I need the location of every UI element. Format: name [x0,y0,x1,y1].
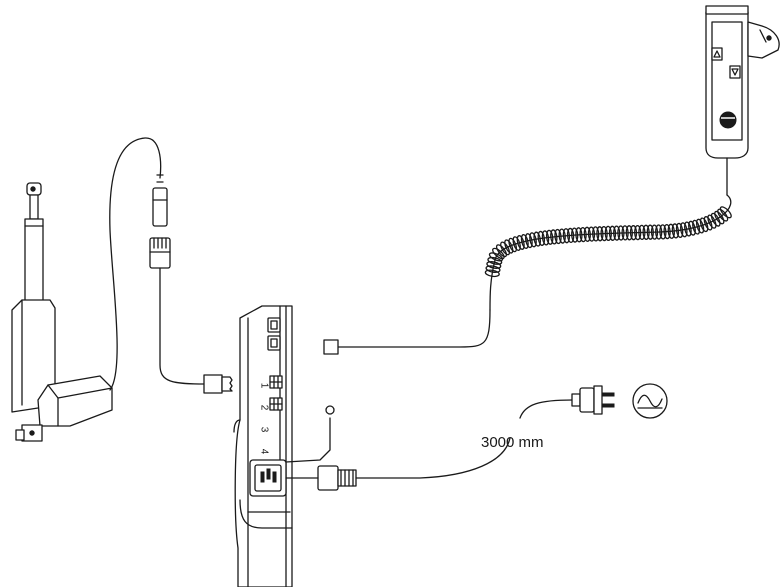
coil-loop [684,221,692,237]
coil-loop [484,269,500,278]
hand-control-icon [705,5,780,159]
coil-loop [545,229,554,245]
coil-loop [629,225,638,241]
coil-loop [486,261,502,269]
coil-loop [558,228,566,244]
ac-sine-wave-icon [632,383,668,419]
actuator-cable [109,137,162,391]
actuator-plug [203,374,233,394]
coil-loop [667,223,675,239]
coil-loop [604,225,612,242]
coil-loop [621,225,629,241]
coil-loop [613,225,621,241]
coil-loop [504,239,514,254]
coil-loop [541,230,550,246]
port-number-1: 1 [258,382,270,389]
coil-loop [571,227,579,243]
coil-loop [638,224,646,241]
coil-loop [663,223,671,240]
handset-cable [337,309,491,348]
coil-loop [587,226,596,242]
coil-loop [659,224,667,240]
mains-plug-icon [571,385,615,415]
coil-loop [699,217,709,233]
coil-loop [608,225,617,241]
actuator-cable-connector [149,174,171,269]
coil-loop [562,228,571,244]
coil-loop [537,230,546,246]
coil-loop [692,219,701,235]
control-box-icon [233,305,293,587]
coil-loop [550,229,558,245]
coil-loop [719,206,732,219]
coil-loop [575,227,583,243]
coil-loop [634,224,642,241]
ground-eyelet-icon [325,405,335,415]
coil-loop [617,225,625,241]
coil-loop [596,226,604,242]
coil-loop [488,252,504,262]
coil-loop [495,244,508,258]
ground-wire [285,417,331,463]
coil-loop [500,241,511,256]
coil-loop [703,216,713,231]
linear-actuator-icon [11,182,113,442]
coil-loop [600,225,608,242]
coil-loop [707,214,717,229]
coil-loop [533,231,542,247]
port-number-3: 3 [258,426,270,433]
coil-loop [583,226,591,242]
coiled-handset-cable [489,194,732,311]
actuator-extension-cable [159,267,206,385]
coil-loop [520,234,529,249]
port-number-2: 2 [258,404,270,411]
coil-loop [566,227,575,244]
coil-loop [714,210,725,225]
coil-loop [646,224,654,240]
coil-loops [484,206,732,278]
coil-loop [512,236,521,251]
power-connector [317,465,357,491]
coil-loop [679,222,688,238]
coil-loop [516,235,525,250]
coil-loop [695,218,705,234]
coil-loop [579,226,587,243]
coil-loop [642,224,650,240]
coil-loop [592,226,600,242]
cable-length-label: 3000 mm [481,434,544,451]
coil-loop [554,228,562,245]
handset-plug [323,339,339,355]
coil-loop [650,224,659,240]
coil-loop [675,222,684,238]
coil-loop [625,225,633,241]
coil-loop [487,256,503,265]
coil-loop [710,212,721,227]
coil-loop [524,233,533,249]
coil-loop [508,237,518,253]
coil-loop [655,224,663,240]
coil-loop [529,232,537,248]
coil-loop [717,208,729,222]
mains-cable [355,399,573,479]
coil-loop [688,220,696,236]
coil-loop [492,247,505,260]
port-number-4: 4 [258,448,270,455]
coil-loop [485,265,501,273]
coil-loop [671,223,680,239]
